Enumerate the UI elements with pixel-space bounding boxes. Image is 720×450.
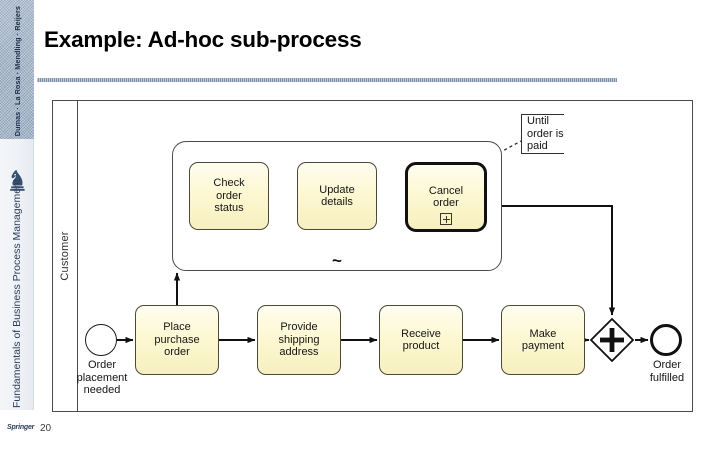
parallel-gateway-icon[interactable] [589, 317, 635, 363]
adhoc-tilde-marker-icon: ~ [332, 251, 342, 270]
sidebar-author-band: Dumas · La Rosa · Mendling · Reijers [0, 0, 34, 139]
end-event-icon[interactable] [650, 324, 682, 356]
start-event-icon[interactable] [85, 324, 117, 356]
sidebar-authors-text: Dumas · La Rosa · Mendling · Reijers [12, 6, 22, 137]
sidebar-book-title: Fundamentals of Business Process Managem… [11, 179, 23, 408]
slide-sidebar: Dumas · La Rosa · Mendling · Reijers Fun… [0, 0, 34, 450]
page-number: 20 [40, 423, 52, 434]
publisher-wordmark: Springer [7, 424, 35, 431]
collapsed-subprocess-plus-icon [440, 213, 452, 225]
end-event-label: Order fulfilled [649, 359, 685, 384]
pool-lane-divider [77, 101, 78, 411]
title-divider [37, 78, 617, 82]
text-annotation-until-order-is-paid: Until order is paid [521, 114, 564, 154]
start-event-label: Order placement needed [76, 359, 128, 396]
chess-knight-icon [10, 170, 25, 191]
page-title: Example: Ad-hoc sub-process [44, 27, 362, 52]
sidebar-footer [0, 410, 34, 450]
bpmn-pool: Customer [52, 100, 693, 412]
